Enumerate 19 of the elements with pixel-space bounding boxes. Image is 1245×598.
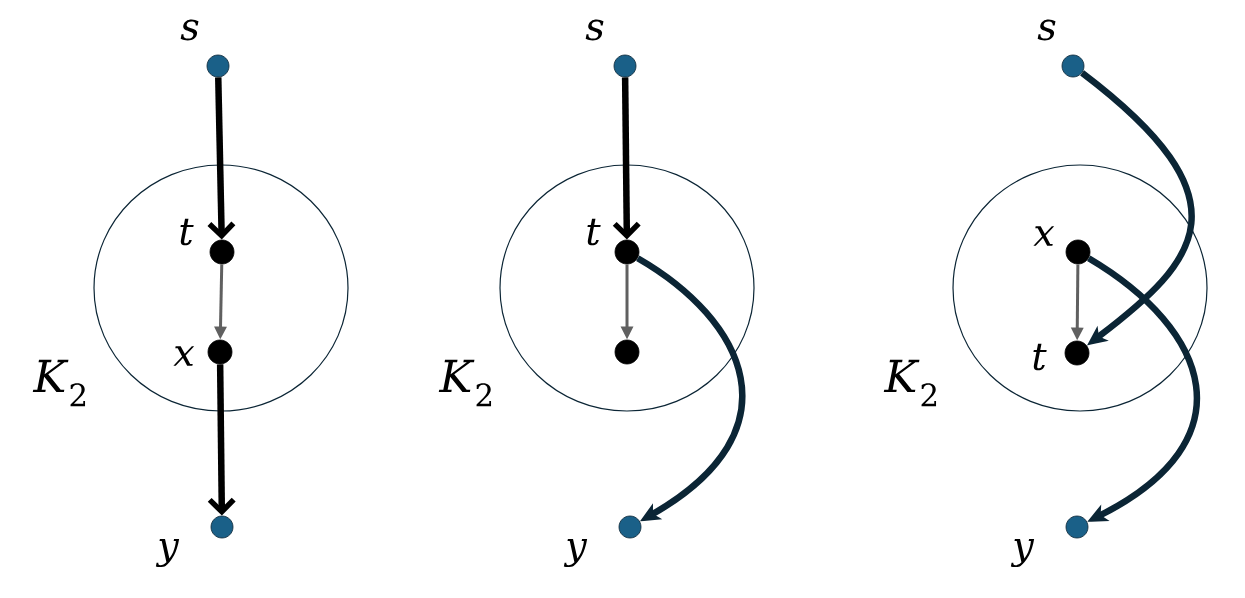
vertex-dot xyxy=(614,339,640,365)
vertex-label: y xyxy=(1010,538,1035,568)
vertex-label: y xyxy=(563,538,588,568)
set-label: K$_{2}$ xyxy=(438,359,492,407)
arrow xyxy=(207,77,236,240)
vertex-label: s xyxy=(180,19,199,41)
vertex-label: t xyxy=(587,218,601,246)
vertex-label: x xyxy=(1033,226,1055,246)
vertex-label: t xyxy=(180,218,194,246)
arrow xyxy=(207,364,236,516)
arrow xyxy=(1086,255,1200,522)
vertex-label: s xyxy=(585,19,604,41)
set-label: K$_{2}$ xyxy=(32,359,86,407)
vertex-label: y xyxy=(155,538,180,568)
set-label: K$_{2}$ xyxy=(883,359,937,407)
vertex-label: x xyxy=(173,346,195,366)
vertex-label: s xyxy=(1037,19,1056,41)
vertex-label: t xyxy=(1033,343,1047,371)
arrow xyxy=(612,77,641,240)
